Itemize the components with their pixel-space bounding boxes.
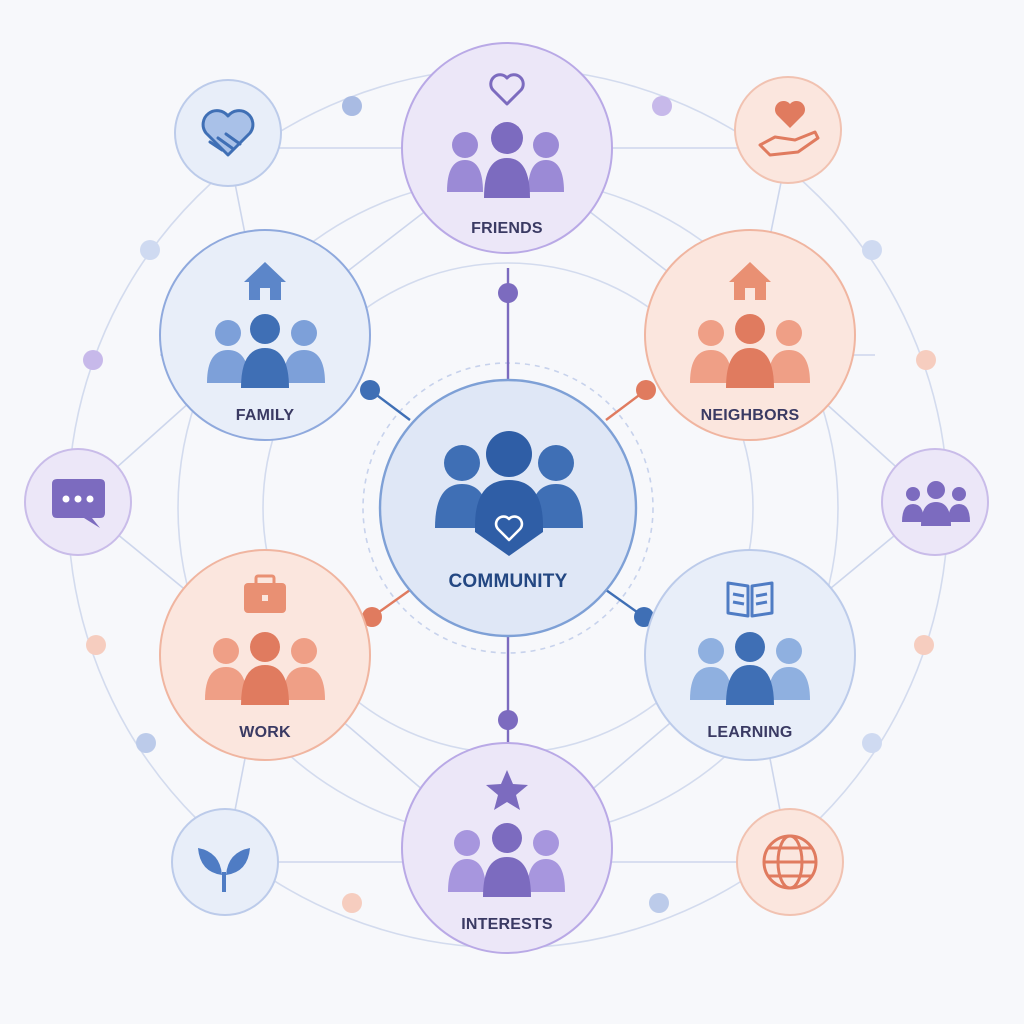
sprout-icon [198,848,250,892]
dot [652,96,672,116]
center-label: COMMUNITY [449,571,568,592]
people-icon [690,314,810,388]
dot [498,283,518,303]
dot [649,893,669,913]
dot [136,733,156,753]
dot [342,96,362,116]
group-people-icon [902,481,970,526]
group-label: FRIENDS [471,220,543,237]
dot [498,710,518,730]
community-people-heart-icon [435,431,583,556]
chat-bubble-icon [52,479,105,528]
handshake-heart-icon [201,109,255,157]
satellite-growth[interactable] [171,808,279,916]
satellite-group[interactable] [881,448,989,556]
dot [140,240,160,260]
dot [862,733,882,753]
group-node-work[interactable]: WORK [159,549,371,761]
group-node-interests[interactable]: INTERESTS [401,742,613,954]
dot [862,240,882,260]
group-label: LEARNING [707,724,792,741]
group-node-neighbors[interactable]: NEIGHBORS [644,229,856,441]
dot [636,380,656,400]
dot [86,635,106,655]
group-label: FAMILY [236,407,295,424]
house-icon [244,262,286,300]
dot [916,350,936,370]
group-label: NEIGHBORS [701,407,800,424]
people-icon [207,314,325,388]
house-icon [729,262,771,300]
globe-icon [762,834,818,890]
people-icon [690,632,810,705]
people-icon [447,122,564,198]
dot [342,893,362,913]
people-icon [205,632,325,705]
satellite-chat[interactable] [24,448,132,556]
dot [634,607,654,627]
dot [362,607,382,627]
connector-dots [83,96,936,913]
group-label: INTERESTS [461,916,553,933]
dot [360,380,380,400]
people-icon [448,823,565,897]
satellite-support[interactable] [174,79,282,187]
open-book-icon [726,581,774,618]
dot [914,635,934,655]
group-node-learning[interactable]: LEARNING [644,549,856,761]
center-node-community[interactable]: COMMUNITY [378,378,638,638]
satellite-care[interactable] [734,76,842,184]
group-node-friends[interactable]: FRIENDS [401,42,613,254]
group-node-family[interactable]: FAMILY [159,229,371,441]
star-icon [486,770,528,810]
briefcase-icon [244,574,286,613]
heart-outline-icon [489,73,525,106]
group-label: WORK [239,724,291,741]
dot [83,350,103,370]
hand-heart-icon [758,100,820,157]
satellite-global[interactable] [736,808,844,916]
